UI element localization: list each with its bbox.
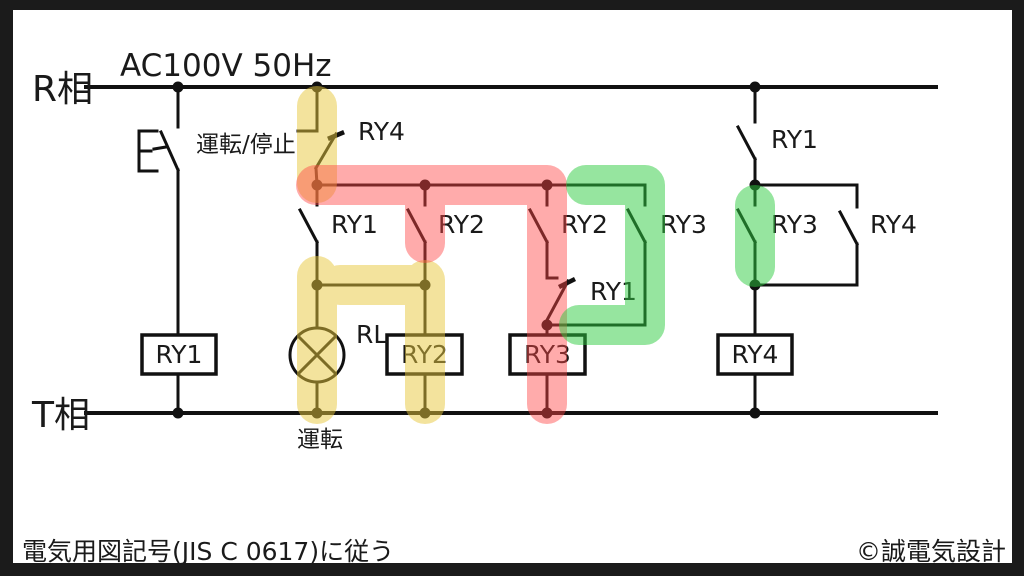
highlight-yellow-path xyxy=(297,86,445,424)
relay-coils xyxy=(140,333,794,376)
highlight-green-path xyxy=(559,165,775,345)
label-ry1-no-col2: RY1 xyxy=(331,210,378,239)
top-rail-label: R相 xyxy=(32,69,93,110)
label-ry4-no-right: RY4 xyxy=(870,210,917,239)
label-ry1-no-right: RY1 xyxy=(771,125,818,154)
label-ry2-no-col4: RY2 xyxy=(561,210,608,239)
lamp-label: RL xyxy=(356,320,387,349)
bottom-rail-label: T相 xyxy=(31,395,90,436)
highlight-red-path xyxy=(296,165,567,424)
diagram-title: AC100V 50Hz xyxy=(120,48,332,84)
label-ry3-no-col5: RY3 xyxy=(660,210,707,239)
manual-operator-icon xyxy=(137,129,168,173)
branch-ry2-coil xyxy=(405,183,428,415)
label-ry4-nc-top: RY4 xyxy=(358,117,405,146)
lamp-caption: 運転 xyxy=(297,427,343,453)
coil-ry3-label: RY3 xyxy=(524,340,571,369)
branch1-wire xyxy=(159,85,180,415)
branch-run-stop-switch xyxy=(137,85,180,415)
highlight-paths xyxy=(296,86,775,424)
power-rails xyxy=(84,85,938,415)
label-ry3-no-right: RY3 xyxy=(771,210,818,239)
contact-ry2-no-2 xyxy=(527,183,559,280)
copyright-credit: ©誠電気設計 xyxy=(856,537,1006,566)
label-ry2-no-col3: RY2 xyxy=(438,210,485,239)
coil-ry1-label: RY1 xyxy=(156,340,203,369)
contact-ry4-no-right xyxy=(753,183,860,287)
coil-ry4-label: RY4 xyxy=(732,340,779,369)
coil-ry4-box xyxy=(716,333,794,376)
contact-ry1-no-right xyxy=(735,85,758,187)
contact-ry1-nc-bar xyxy=(557,276,577,290)
footer-note: 電気用図記号(JIS C 0617)に従う xyxy=(22,537,394,566)
run-stop-switch-label: 運転/停止 xyxy=(196,132,296,158)
coil-ry1-box xyxy=(140,333,218,376)
